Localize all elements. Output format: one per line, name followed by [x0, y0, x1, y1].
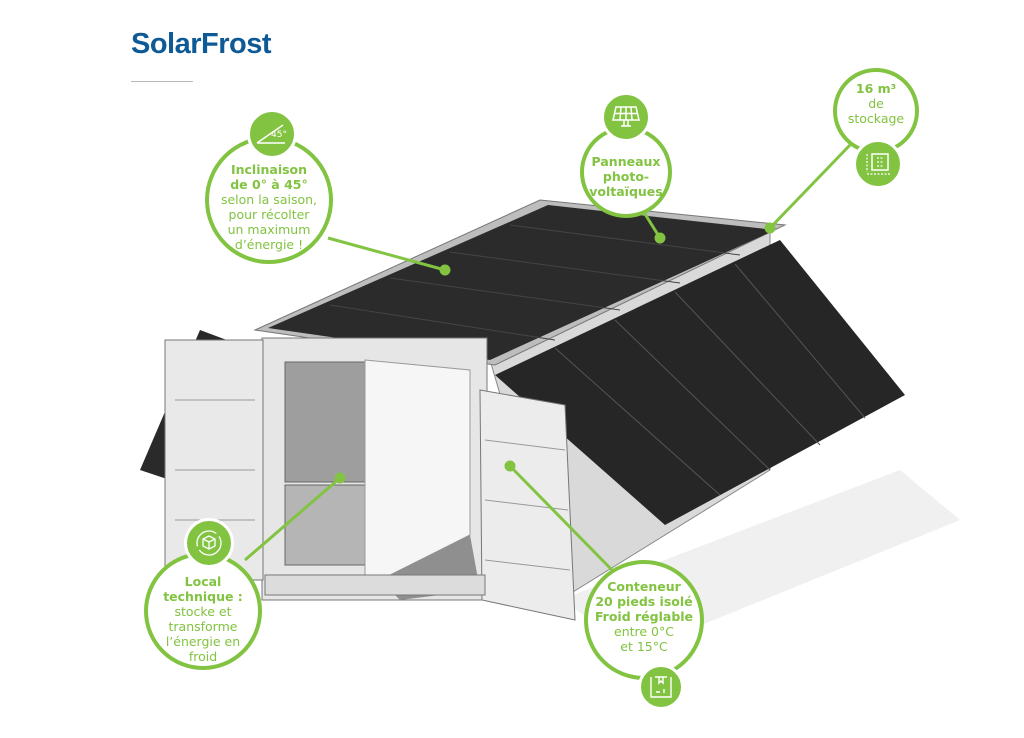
callout-heading: Froid réglable [594, 608, 694, 624]
leader-line [768, 143, 852, 230]
pointer-dot [334, 472, 346, 484]
pointer-dot [764, 222, 776, 234]
pointer-dot [654, 232, 666, 244]
callout-heading: Local [184, 574, 222, 589]
callout-text: entre 0°C [614, 623, 674, 639]
door-rib [484, 439, 566, 451]
door-rib [484, 499, 569, 511]
callout-text: pour récolter [228, 207, 310, 222]
roof-solar-panels [268, 205, 775, 360]
callout-heading: Conteneur [607, 578, 681, 594]
technical-room-wall [284, 361, 366, 483]
callout-heading: 16 m³ [855, 80, 897, 96]
panel-seam [389, 277, 621, 311]
callout-text: l’énergie en [165, 634, 241, 649]
technical-room-lower [284, 484, 371, 566]
container-icon [638, 664, 684, 710]
leader-line [244, 476, 341, 562]
panel-seam [449, 251, 681, 284]
right-solar-panels [495, 240, 905, 525]
panel-seam [614, 319, 771, 471]
title-divider [131, 81, 193, 82]
panel-seam [554, 347, 721, 496]
door-rib [484, 559, 571, 571]
callout-conteneur: Conteneur 20 pieds isolé Froid réglable … [584, 560, 704, 680]
callout-heading: de 0° à 45° [230, 177, 308, 192]
callout-text: transforme [168, 619, 238, 634]
pointer-dot [439, 264, 451, 276]
callout-local-technique: Local technique : stocke et transforme l… [144, 552, 262, 670]
callout-heading: voltaïques [589, 183, 663, 199]
panel-seam [329, 304, 556, 341]
solar-panel-icon [601, 92, 651, 142]
brand-title: SolarFrost [131, 28, 272, 60]
leader-line [508, 464, 614, 572]
callout-text: stockage [847, 110, 905, 126]
callout-text: et 15°C [620, 638, 668, 654]
callout-text: selon la saison, [220, 192, 318, 207]
bottom-rail [264, 574, 486, 596]
callout-heading: Panneaux [591, 153, 661, 169]
callout-heading: 20 pieds isolé [595, 593, 693, 609]
panel-seam [734, 263, 866, 419]
callout-text: un maximum [227, 222, 311, 237]
callout-heading: photo- [602, 168, 650, 184]
angle-45-icon: 45° [247, 109, 297, 159]
box-recycle-icon [184, 518, 234, 568]
callout-text: froid [188, 649, 218, 664]
pointer-dot [504, 460, 516, 472]
callout-heading: Inclinaison [230, 162, 308, 177]
panel-seam [674, 291, 821, 446]
callout-heading: technique : [163, 589, 243, 604]
storage-volume-icon [853, 139, 903, 189]
callout-text: stocke et [174, 604, 232, 619]
callout-text: d’énergie ! [234, 237, 304, 252]
callout-text: de [868, 95, 884, 111]
panel-seam [509, 224, 741, 256]
leader-line [327, 236, 446, 272]
angle-label: 45° [271, 130, 287, 140]
